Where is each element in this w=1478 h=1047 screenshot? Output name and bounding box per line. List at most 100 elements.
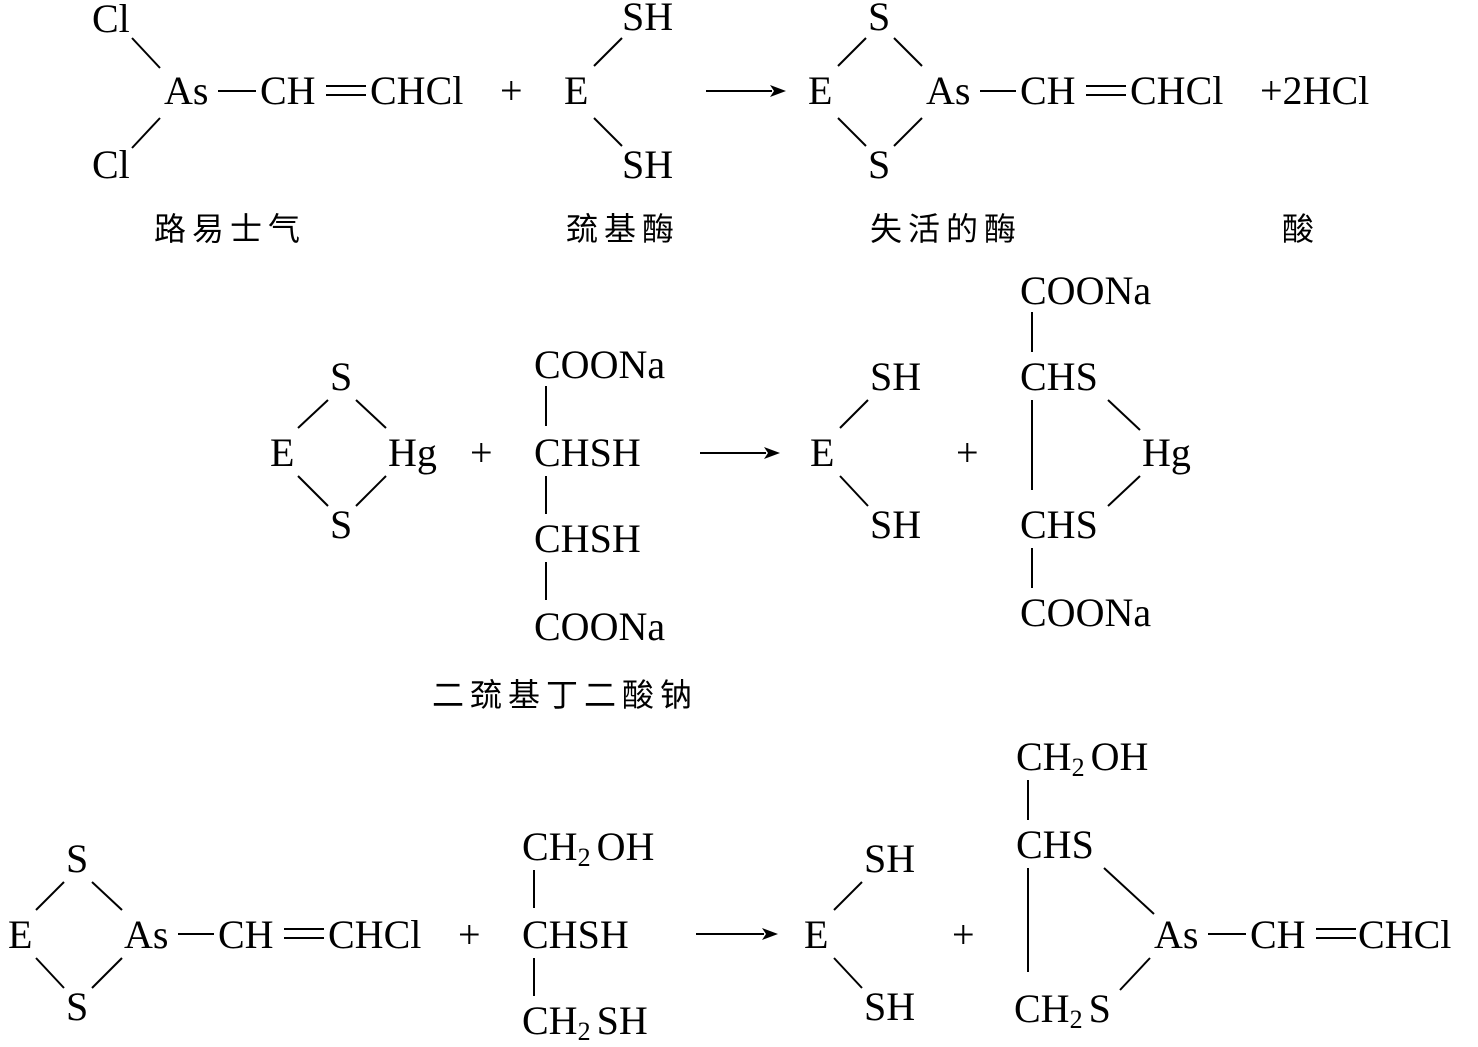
bond-s-as-top [91, 881, 123, 911]
restored-enzyme-structure: SH E SH [804, 836, 915, 1029]
s-bottom-atom: S [868, 142, 890, 187]
s-top-atom: S [868, 0, 890, 39]
bond-e-sh-bottom [839, 475, 869, 507]
enzyme-e: E [810, 430, 834, 475]
plus-sign: + [458, 912, 481, 957]
chcl-group: CHCl [1130, 68, 1223, 113]
sh-bottom-group: SH [622, 142, 673, 187]
coona-top-group: COONa [1020, 268, 1151, 313]
chcl-group: CHCl [1358, 912, 1451, 957]
bond-e-sh-bottom [593, 117, 623, 147]
sh-bottom-group: SH [864, 984, 915, 1029]
bond-e-sh-top [839, 399, 869, 429]
plus-sign: + [470, 430, 493, 475]
hcl-byproduct: +2HCl [1260, 68, 1369, 113]
coona-bottom-group: COONa [534, 604, 665, 649]
coona-top-group: COONa [534, 342, 665, 387]
chsh-group: CHSH [534, 516, 641, 561]
s-bottom-atom: S [66, 984, 88, 1029]
bond-e-sh-top [833, 881, 863, 911]
plus-sign: + [956, 430, 979, 475]
plus-sign: + [500, 68, 523, 113]
ch-group: CH [260, 68, 316, 113]
s-top-atom: S [66, 836, 88, 881]
label-thiol-enzyme: 巯基酶 [566, 210, 680, 248]
enzyme-e: E [270, 430, 294, 475]
lewisite-structure: Cl As Cl CH CHCl [92, 0, 463, 187]
label-dmsa: 二巯基丁二酸钠 [432, 676, 698, 714]
bond-s-hg-top [355, 399, 387, 429]
s-bottom-atom: S [330, 502, 352, 547]
bond-e-s-bottom [837, 117, 867, 147]
bond-cl-as-top [131, 37, 161, 69]
bond-s-as-top [893, 37, 923, 67]
bond-e-sh-top [593, 37, 623, 67]
ch-group: CH [1020, 68, 1076, 113]
enzyme-e: E [804, 912, 828, 957]
chcl-group: CHCl [370, 68, 463, 113]
chs-group: CHS [1020, 354, 1098, 399]
bond-s-hg-bottom [355, 475, 387, 507]
sh-top-group: SH [864, 836, 915, 881]
enzyme-e: E [808, 68, 832, 113]
chsh-group: CHSH [534, 430, 641, 475]
bond-s-as-bottom [893, 117, 923, 147]
enzyme-e: E [8, 912, 32, 957]
enzyme-e: E [564, 68, 588, 113]
as-atom: As [164, 68, 208, 113]
cl-top-atom: Cl [92, 0, 130, 41]
as-atom: As [926, 68, 970, 113]
reaction-arrow [700, 447, 780, 459]
chs-group: CHS [1016, 822, 1094, 867]
chsh-group: CHSH [522, 912, 629, 957]
reaction-2: S E Hg S + COONa CHSH CHSH COONa SH E [270, 268, 1191, 714]
sh-top-group: SH [622, 0, 673, 39]
s-top-atom: S [330, 354, 352, 399]
sh-top-group: SH [870, 354, 921, 399]
bond-s-hg-top [1107, 399, 1141, 431]
label-acid: 酸 [1282, 210, 1320, 248]
reaction-arrow [696, 928, 778, 940]
bond-e-s-top [35, 881, 65, 911]
cl-bottom-atom: Cl [92, 142, 130, 187]
ch-group: CH [218, 912, 274, 957]
bond-e-s-top [297, 399, 329, 429]
mercury-dmsa-complex: COONa CHS Hg CHS COONa [1020, 268, 1191, 635]
bond-s-hg-bottom [1107, 475, 1141, 507]
bond-s-as-top [1103, 867, 1155, 915]
chs-group: CHS [1020, 502, 1098, 547]
mercury-enzyme-structure: S E Hg S [270, 354, 437, 547]
hg-atom: Hg [388, 430, 437, 475]
ch-group: CH [1250, 912, 1306, 957]
bond-s-as-bottom [91, 957, 123, 989]
sh-bottom-group: SH [870, 502, 921, 547]
arsenic-enzyme-structure: S E As S CH CHCl [8, 836, 421, 1029]
plus-sign: + [952, 912, 975, 957]
bond-e-sh-bottom [833, 957, 863, 989]
coona-bottom-group: COONa [1020, 590, 1151, 635]
reaction-arrow [706, 85, 786, 97]
dmsa-structure: COONa CHSH CHSH COONa [534, 342, 665, 649]
as-atom: As [124, 912, 168, 957]
bond-s-as-bottom [1119, 957, 1151, 991]
bond-e-s-bottom [297, 475, 329, 507]
as-atom: As [1154, 912, 1198, 957]
inactivated-enzyme-structure: S E S As CH CHCl [808, 0, 1223, 187]
reaction-1: Cl As Cl CH CHCl + SH E SH S [92, 0, 1369, 248]
label-lewisite: 路易士气 [154, 210, 306, 248]
bond-e-s-top [837, 37, 867, 67]
bond-e-s-bottom [35, 957, 65, 989]
bond-cl-as-bottom [131, 117, 161, 149]
restored-enzyme-structure: SH E SH [810, 354, 921, 547]
chcl-group: CHCl [328, 912, 421, 957]
thiol-enzyme-structure: SH E SH [564, 0, 673, 187]
hg-atom: Hg [1142, 430, 1191, 475]
